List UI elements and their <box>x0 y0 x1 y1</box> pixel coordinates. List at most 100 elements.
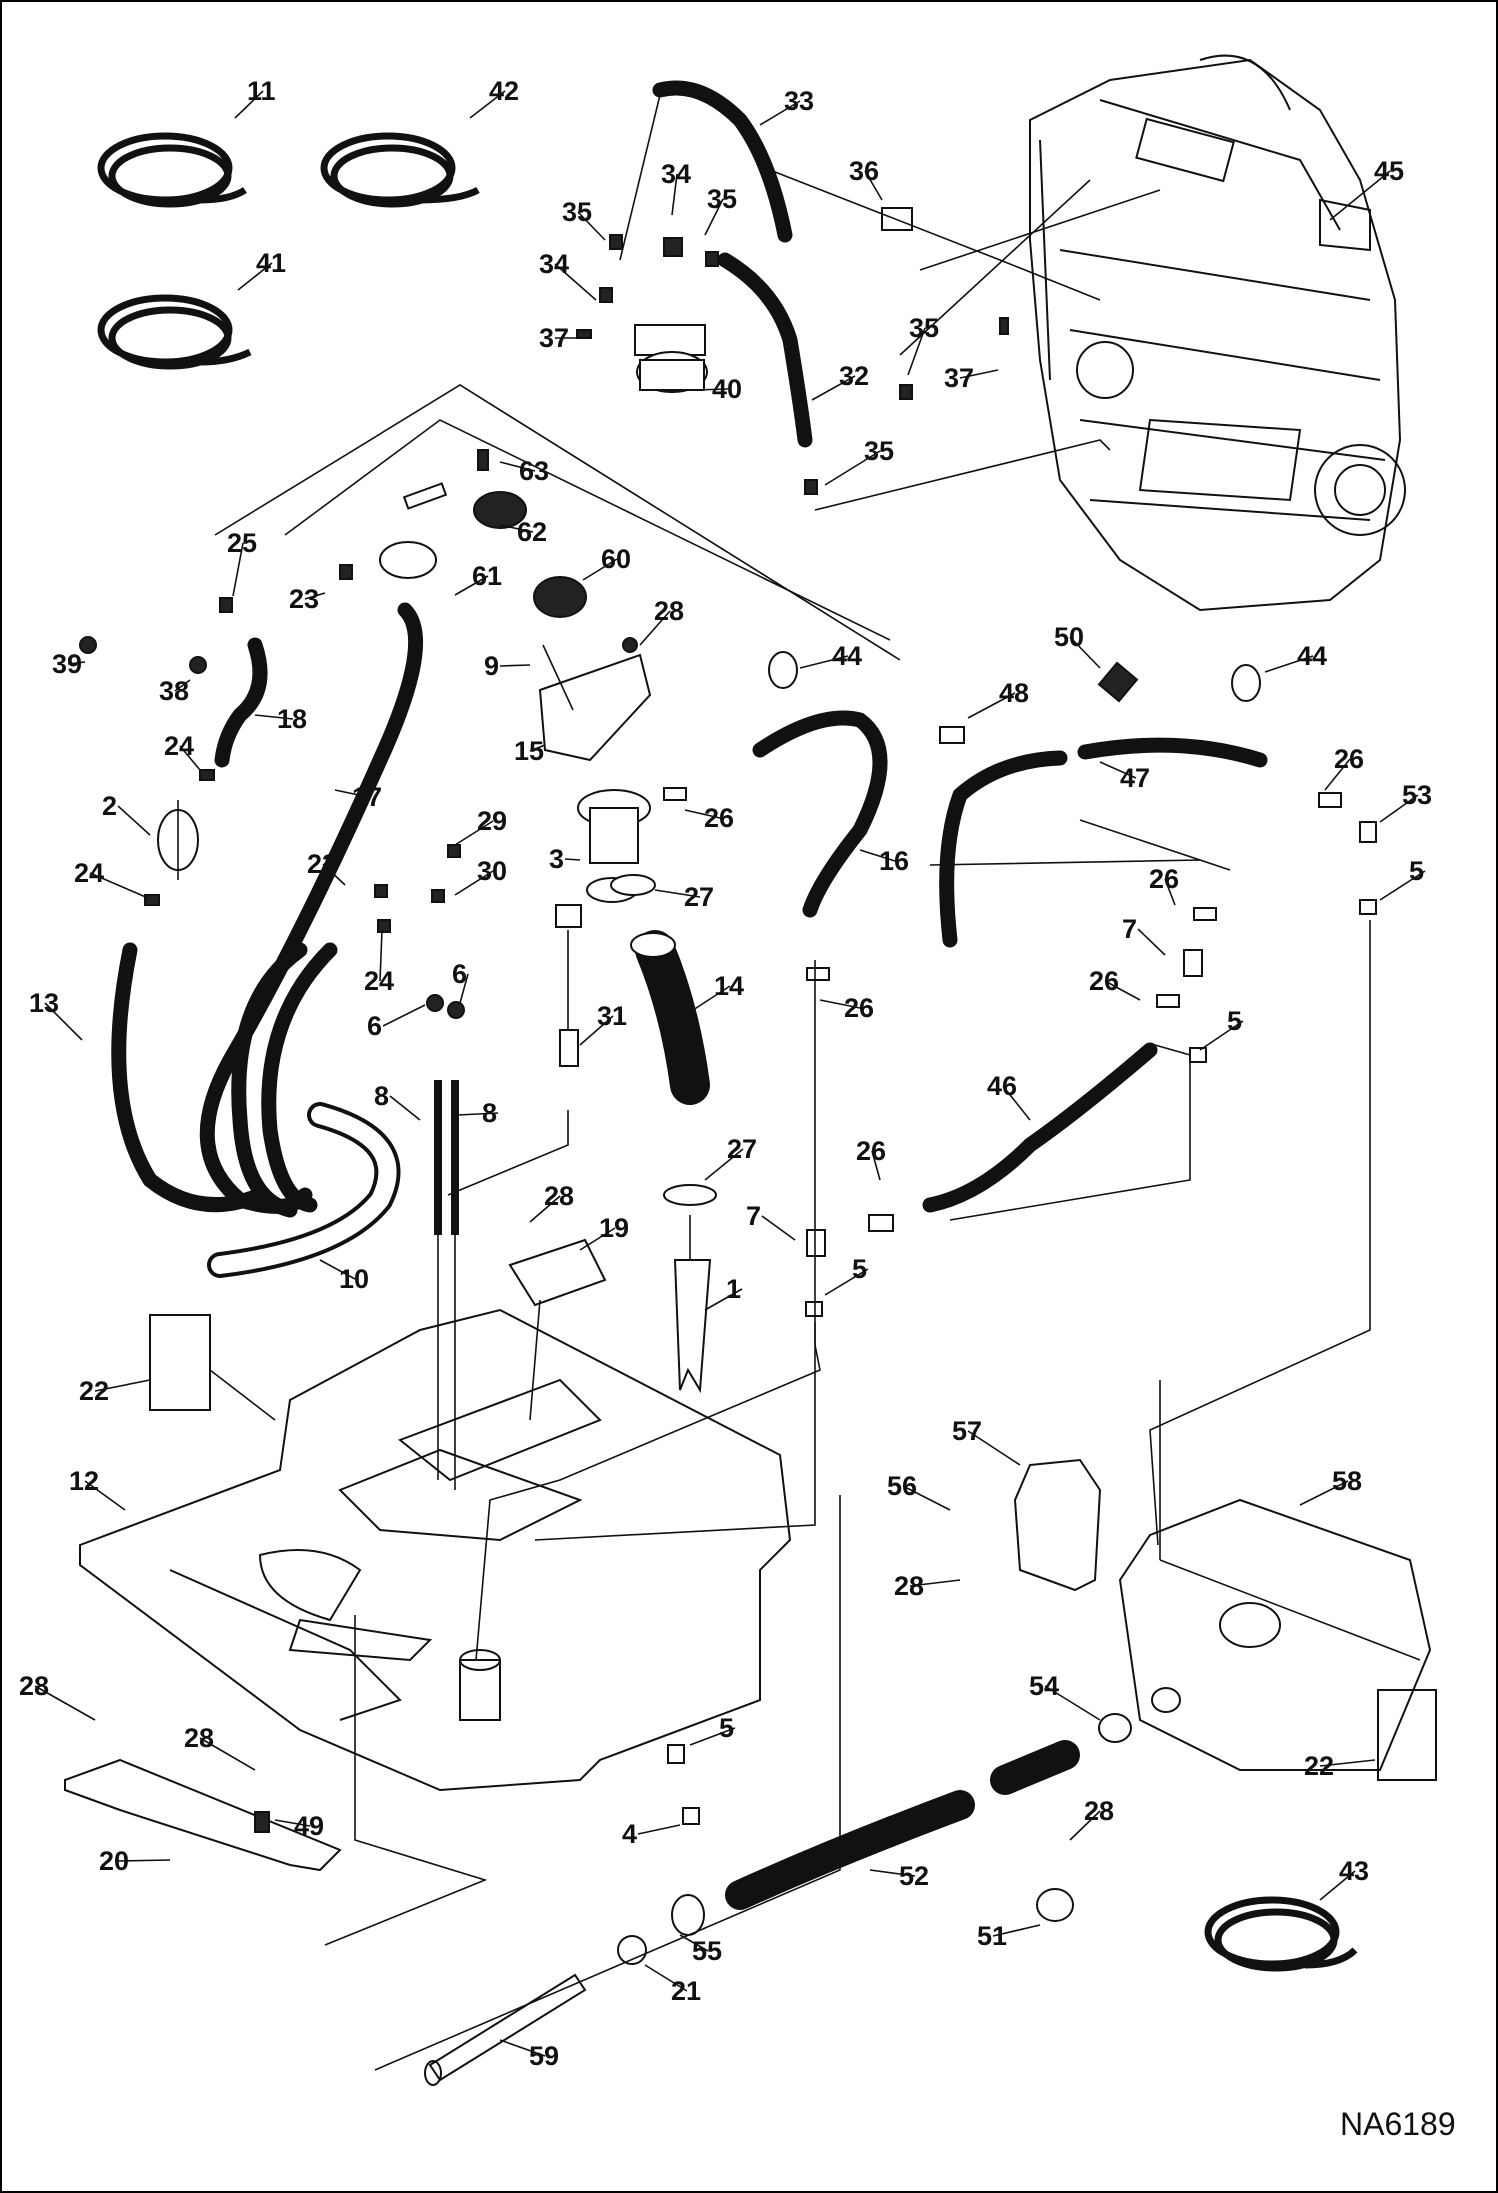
clamp-48 <box>939 726 965 744</box>
callout-leader-line <box>174 679 191 692</box>
callout-leader-line <box>94 1379 151 1392</box>
callout-leader-line <box>759 100 801 126</box>
callout-34: 34 <box>661 159 691 216</box>
callout-16: 16 <box>859 846 909 876</box>
callout-number: 26 <box>856 1136 886 1166</box>
bracket-57 <box>1013 1458 1102 1592</box>
callout-leader-line <box>179 745 201 771</box>
fuel-hose-left-a <box>231 942 308 1218</box>
callout-number: 28 <box>544 1181 574 1211</box>
callout-number: 33 <box>784 86 814 116</box>
callout-number: 61 <box>472 561 502 591</box>
fuel-hose-32 <box>717 252 813 448</box>
callout-leader-line <box>67 661 86 665</box>
callout-24: 24 <box>164 731 201 771</box>
callout-leader-line <box>902 1485 951 1511</box>
callout-number: 5 <box>719 1713 734 1743</box>
callout-57: 57 <box>952 1416 1021 1466</box>
shield-20 <box>64 1758 342 1872</box>
callout-number: 3 <box>549 844 564 874</box>
callout-number: 35 <box>909 313 939 343</box>
callout-number: 24 <box>74 858 104 888</box>
callout-24: 24 <box>74 858 149 899</box>
callout-number: 31 <box>597 1001 627 1031</box>
callout-number: 50 <box>1054 622 1084 652</box>
callout-number: 60 <box>601 544 631 574</box>
callout-49: 49 <box>274 1811 324 1841</box>
callout-13: 13 <box>29 988 83 1041</box>
clamp-54 <box>1098 1713 1132 1743</box>
callout-number: 47 <box>1120 763 1150 793</box>
callout-number: 5 <box>852 1254 867 1284</box>
callout-28: 28 <box>639 596 684 646</box>
callout-leader-line <box>689 985 731 1013</box>
callout-leader-line <box>1069 636 1101 669</box>
hose-bundle-42 <box>320 132 480 208</box>
callout-leader-line <box>499 664 531 667</box>
callout-40: 40 <box>694 374 742 404</box>
callout-leader-line <box>1329 170 1391 221</box>
engine-assembly <box>1029 54 1406 612</box>
hose-bundle-43 <box>1204 1896 1358 1972</box>
callout-number: 41 <box>256 248 286 278</box>
callout-number: 7 <box>746 1201 761 1231</box>
fuel-hose-47b <box>1077 737 1268 768</box>
callout-leader-line <box>671 173 678 216</box>
callout-leader-line <box>811 375 856 401</box>
callout-leader-line <box>644 1964 688 1992</box>
fuel-hose-52 <box>725 1790 975 1910</box>
callout-number: 24 <box>364 966 394 996</box>
callout-number: 19 <box>599 1213 629 1243</box>
filler-tube-1 <box>673 1259 712 1394</box>
callout-leader-line <box>1264 655 1314 673</box>
callout-leader-line <box>304 592 326 600</box>
callout-53: 53 <box>1379 780 1432 823</box>
callout-52: 52 <box>869 1861 929 1891</box>
callout-number: 44 <box>1297 641 1327 671</box>
callout-number: 27 <box>684 882 714 912</box>
fuel-hose-33 <box>652 80 793 243</box>
callout-leader-line <box>1319 1870 1356 1901</box>
callout-29: 29 <box>454 806 507 846</box>
callout-15: 15 <box>514 736 546 766</box>
callout-number: 55 <box>692 1936 722 1966</box>
callout-21: 21 <box>644 1964 701 2006</box>
callout-35: 35 <box>824 436 894 486</box>
callout-19: 19 <box>579 1213 629 1251</box>
callout-leader-line <box>117 805 151 836</box>
callout-leader-line <box>967 692 1016 719</box>
callout-8: 8 <box>374 1081 421 1121</box>
callout-number: 44 <box>832 641 862 671</box>
callout-leader-line <box>704 1288 743 1311</box>
callout-44: 44 <box>799 641 862 671</box>
callout-leader-line <box>237 262 273 291</box>
callout-number: 34 <box>539 249 569 279</box>
routing-lines <box>209 94 1371 2071</box>
callout-leader-line <box>199 1737 256 1771</box>
callout-number: 16 <box>879 846 909 876</box>
callout-44: 44 <box>1264 641 1327 673</box>
callout-leader-line <box>554 263 597 301</box>
callout-23: 23 <box>289 584 326 614</box>
callout-leader-line <box>499 461 536 472</box>
callout-leader-line <box>579 1015 614 1046</box>
callout-55: 55 <box>679 1934 722 1966</box>
callout-30: 30 <box>454 856 507 896</box>
callout-number: 5 <box>1227 1006 1242 1036</box>
callout-leader-line <box>577 211 606 241</box>
callout-number: 26 <box>844 993 874 1023</box>
callout-leader-line <box>114 1859 171 1862</box>
callout-leader-line <box>44 1002 83 1041</box>
callout-leader-line <box>1104 980 1141 1001</box>
callout-number: 15 <box>514 736 544 766</box>
callout-number: 48 <box>999 678 1029 708</box>
callout-24: 24 <box>364 929 394 996</box>
callout-35: 35 <box>562 197 606 241</box>
callout-number: 8 <box>482 1098 497 1128</box>
callout-22: 22 <box>79 1376 151 1406</box>
callout-35: 35 <box>704 184 737 236</box>
callout-number: 6 <box>367 1011 382 1041</box>
callout-leader-line <box>84 1480 126 1511</box>
callout-number: 40 <box>712 374 742 404</box>
callout-number: 53 <box>1402 780 1432 810</box>
